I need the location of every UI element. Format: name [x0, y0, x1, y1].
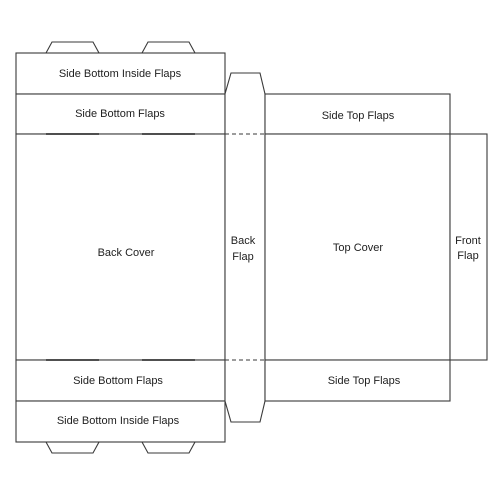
- label-top-cover: Top Cover: [333, 242, 383, 254]
- side-top-flaps-top-panel: [264, 93, 451, 135]
- label-side-bottom-flaps-bottom: Side Bottom Flaps: [73, 375, 163, 387]
- label-side-bottom-inside-flaps-top: Side Bottom Inside Flaps: [59, 68, 182, 80]
- top-right-tuck-tab: [141, 41, 196, 54]
- side-bottom-inside-flaps-top-panel: [15, 52, 226, 95]
- side-bottom-inside-flaps-bottom-panel: [15, 400, 226, 443]
- side-bottom-flaps-bottom-panel: [15, 359, 226, 402]
- label-side-top-flaps-top: Side Top Flaps: [322, 110, 395, 122]
- label-front-flap-line1: Front: [455, 235, 481, 247]
- top-left-tuck-tab: [45, 41, 100, 54]
- label-back-flap-line2: Flap: [232, 251, 253, 263]
- bottom-left-tuck-tab: [45, 441, 100, 454]
- back-flap-panel: [224, 72, 266, 423]
- side-top-flaps-bottom-panel: [264, 359, 451, 402]
- label-back-flap-line1: Back: [231, 235, 256, 247]
- bottom-right-tuck-tab: [141, 441, 196, 454]
- label-side-bottom-inside-flaps-bottom: Side Bottom Inside Flaps: [57, 415, 180, 427]
- label-side-top-flaps-bottom: Side Top Flaps: [328, 375, 401, 387]
- back-cover-panel: [15, 133, 226, 361]
- front-flap-panel: [449, 133, 488, 361]
- side-bottom-flaps-top-panel: [15, 93, 226, 135]
- label-back-cover: Back Cover: [98, 247, 155, 259]
- label-front-flap-line2: Flap: [457, 250, 478, 262]
- top-cover-panel: [264, 133, 451, 361]
- label-side-bottom-flaps-top: Side Bottom Flaps: [75, 108, 165, 120]
